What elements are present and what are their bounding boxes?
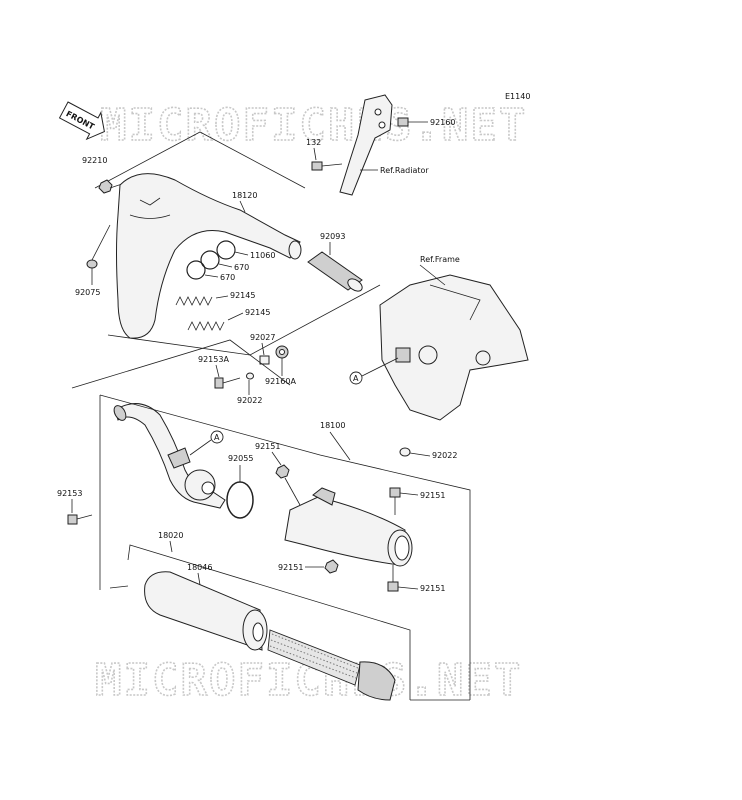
label-670-b: 670 [220,273,235,282]
nut-92160A [275,345,289,359]
bolt-92153A [214,377,241,389]
label-92151-a: 92151 [255,442,280,451]
label-92153: 92153 [57,489,82,498]
silencer-18046 [144,571,396,701]
label-ref-frame: Ref.Frame [420,255,460,264]
bolt-92151-b [389,487,401,515]
label-ref-radiator: Ref.Radiator [380,166,429,175]
o-ring-670-a [200,250,220,270]
label-92093: 92093 [320,232,345,241]
nut-92151-a [275,464,290,479]
ref-point-a-pipe: A [189,430,224,456]
o-ring-670-b [186,260,206,280]
label-92160A: 92160A [265,377,296,386]
label-18020: 18020 [158,531,183,540]
diagram-code: E1140 [505,92,530,101]
washer-92022-a [246,372,254,380]
bolt-92153 [67,514,93,525]
label-92022-a: 92022 [237,396,262,405]
label-92027: 92027 [250,333,275,342]
label-92022-b: 92022 [432,451,457,460]
label-92145-a: 92145 [230,291,255,300]
spring-92145-a [175,296,213,306]
gasket-92055 [226,481,254,519]
label-92153A: 92153A [198,355,229,364]
grommet-92075 [86,259,98,269]
radiator-bracket [339,94,428,196]
spring-92145-b [187,321,225,331]
watermark-top: MICROFICHES.NET [100,100,527,151]
o-ring-11060 [216,240,236,260]
ref-point-a-pipe-label: A [214,433,220,442]
expansion-chamber-18120 [116,173,302,339]
nut-92151-c [324,559,339,574]
label-92160: 92160 [430,118,455,127]
label-92075: 92075 [75,288,100,297]
label-92151-b: 92151 [420,491,445,500]
label-132: 132 [306,138,321,147]
collar-92027 [259,355,270,365]
frame-bracket [379,264,529,421]
ref-point-a-frame-label: A [353,374,359,383]
label-92210: 92210 [82,156,107,165]
label-92145-b: 92145 [245,308,270,317]
label-92151-d: 92151 [420,584,445,593]
label-18100: 18100 [320,421,345,430]
head-pipe [113,403,226,509]
bolt-132 [311,161,343,171]
washer-92022-b [399,447,411,457]
sleeve-92093 [307,251,363,292]
front-arrow-icon: FRONT [58,101,105,141]
label-670-a: 670 [234,263,249,272]
ref-point-a-frame: A [349,357,399,385]
label-11060: 11060 [250,251,275,260]
label-92055: 92055 [228,454,253,463]
label-92151-c: 92151 [278,563,303,572]
label-18120: 18120 [232,191,257,200]
muffler-body-18100 [284,487,413,567]
label-18046: 18046 [187,563,212,572]
bolt-92151-d [387,565,399,592]
nut-92210 [98,179,113,194]
